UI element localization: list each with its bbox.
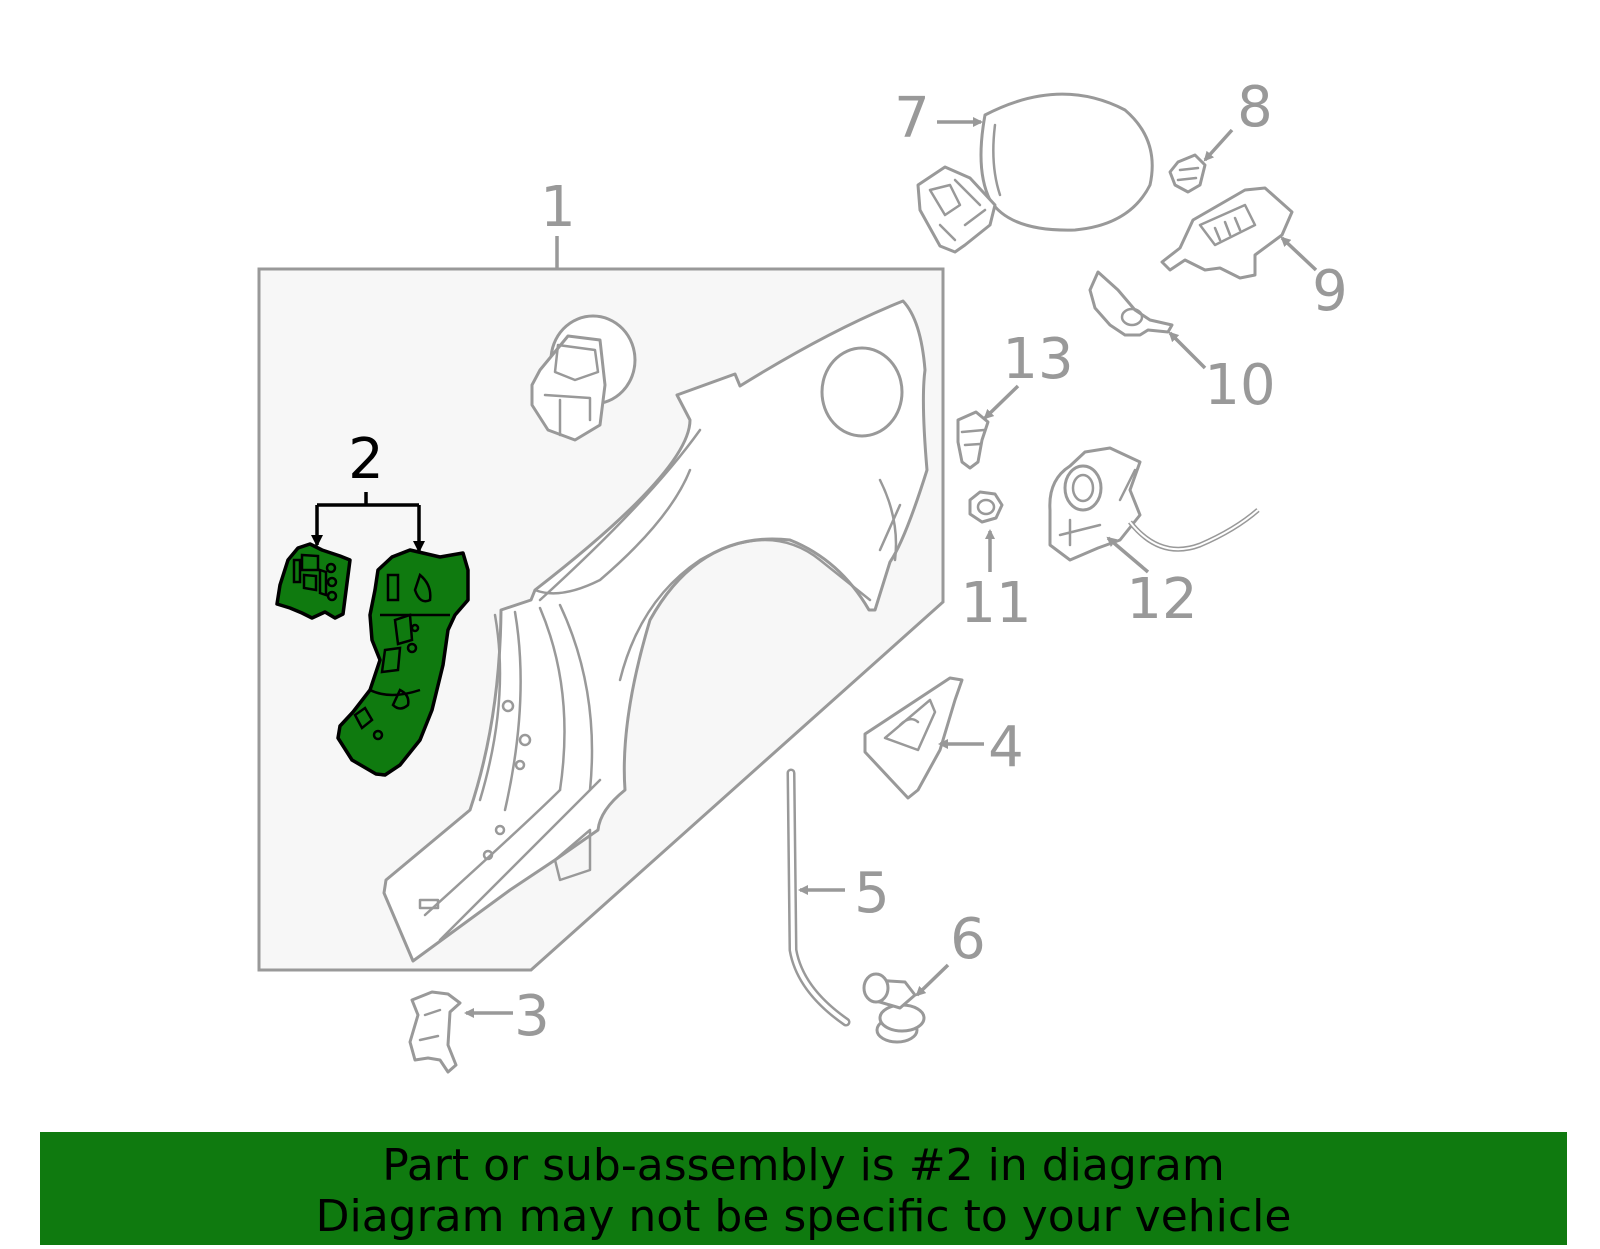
clip-part-8 (1168, 128, 1234, 194)
banner-line-2: Diagram may not be specific to your vehi… (315, 1191, 1292, 1242)
callout-2: 2 (348, 427, 384, 492)
banner-line-1: Part or sub-assembly is #2 in diagram (382, 1140, 1225, 1191)
grommet-part-6 (862, 963, 950, 1044)
callout-3: 3 (514, 984, 550, 1049)
nut-part-11 (968, 490, 1004, 572)
callout-4: 4 (988, 715, 1024, 780)
callout-6: 6 (950, 907, 986, 972)
callout-10: 10 (1204, 353, 1275, 418)
bracket-part-4 (863, 676, 984, 800)
callout-1: 1 (540, 175, 576, 240)
callout-12: 12 (1126, 567, 1197, 632)
callout-2-bracket (311, 492, 425, 553)
push-clip-part-13 (956, 384, 1020, 470)
callout-11: 11 (960, 571, 1031, 636)
callout-9: 9 (1312, 259, 1348, 324)
callout-7: 7 (894, 86, 930, 151)
weatherstrip-part-5 (786, 768, 851, 1027)
highlighted-part-2 (275, 542, 470, 777)
fuel-door-part-7 (916, 92, 1154, 254)
bracket-part-3 (408, 990, 513, 1074)
fuel-filler-housing (530, 314, 637, 442)
callout-5: 5 (854, 861, 890, 926)
actuator-part-9 (1160, 186, 1318, 280)
release-part-12 (1048, 446, 1260, 574)
callout-13: 13 (1002, 327, 1073, 392)
callout-8: 8 (1237, 75, 1273, 140)
spring-part-10 (1088, 270, 1207, 370)
disclaimer-banner: Part or sub-assembly is #2 in diagram Di… (40, 1132, 1567, 1245)
quarter-panel (382, 299, 929, 963)
